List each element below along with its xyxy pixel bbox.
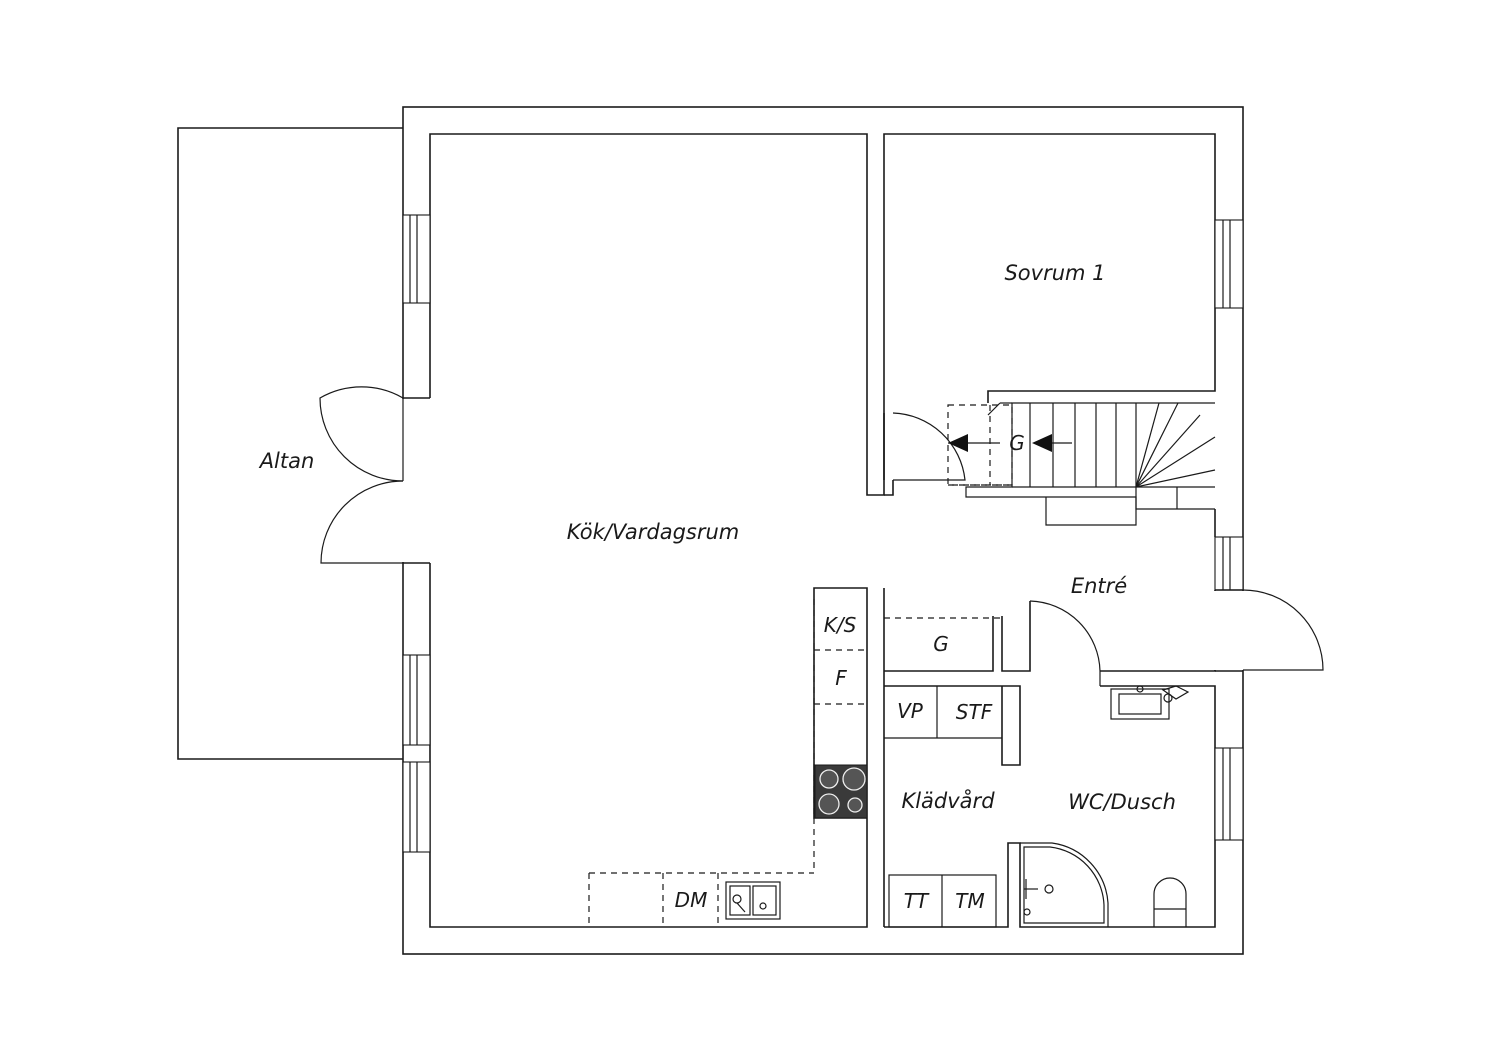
label-frys: F [835,666,847,690]
label-kyl-sval: K/S [824,613,857,637]
utility-fixtures [884,617,1002,928]
bathroom-sink-icon [1110,685,1190,720]
room-label-kok-vardagsrum: Kök/Vardagsrum [567,520,740,544]
room-label-kladvard: Klädvård [901,788,995,813]
doors [319,386,1324,686]
staircase [948,402,1216,526]
room-label-altan: Altan [258,449,315,473]
label-diskmaskin: DM [675,888,708,912]
room-label-entre: Entré [1071,574,1127,598]
toilet-icon [1153,877,1187,927]
exterior-walls [402,106,1244,955]
kitchen-sink-icon [725,881,781,920]
deck-outline [177,127,403,760]
label-varmepump: VP [897,699,924,723]
label-stadskap: STF [956,700,993,724]
label-tvattmaskin: TM [955,889,984,913]
room-labels: Altan Kök/Vardagsrum Sovrum 1 Entré Kläd… [258,261,1176,814]
room-label-wc-dusch: WC/Dusch [1068,790,1176,814]
room-label-sovrum-1: Sovrum 1 [1004,261,1105,285]
windows [402,214,1244,853]
label-garderob-entre: G [933,632,949,656]
shower-icon [1020,842,1109,927]
stove-icon [814,764,868,819]
fixture-labels: K/S F G G VP STF DM TT TM [675,431,1025,913]
label-torktumlare: TT [904,889,930,913]
label-garderob-trappa: G [1009,431,1025,455]
kitchen-fixtures [588,599,867,927]
closet-under-stairs [947,404,1013,486]
